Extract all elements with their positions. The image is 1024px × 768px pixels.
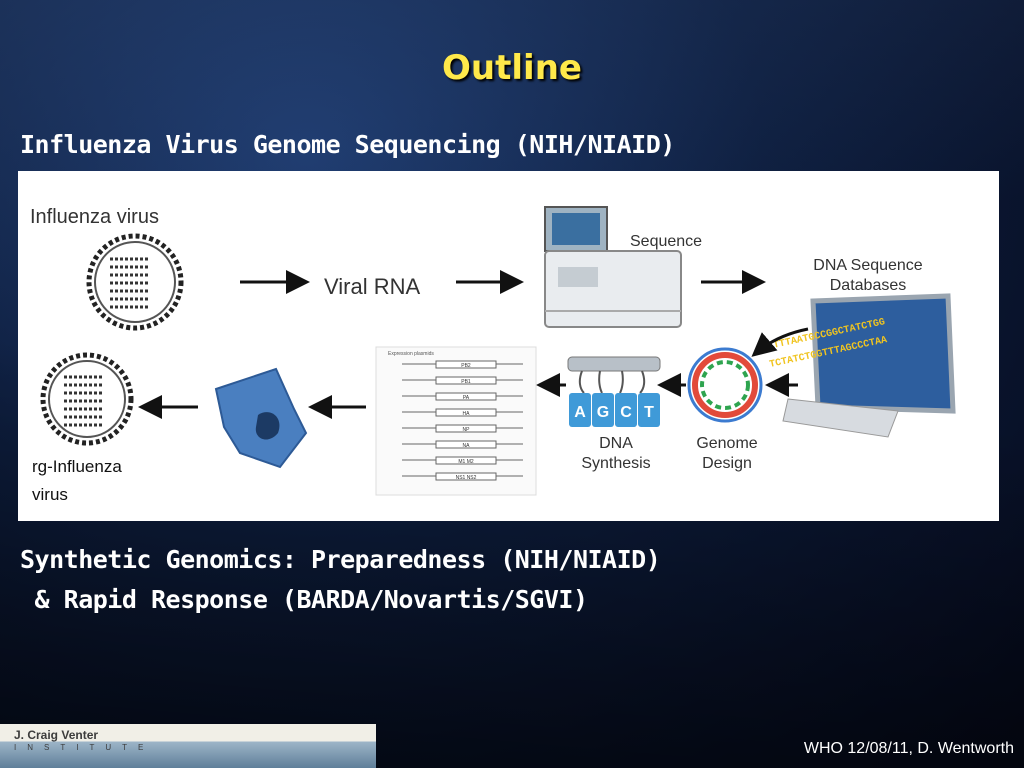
genome-design-label-2: Design xyxy=(702,455,752,472)
genome-design-icon xyxy=(687,347,763,423)
workflow-diagram: Influenza virus Viral RNA Sequence DNA S… xyxy=(18,171,999,521)
logo-sub: INSTITUTE xyxy=(14,743,155,752)
institute-logo: J. Craig Venter INSTITUTE xyxy=(0,724,376,768)
dna-synthesizer-icon xyxy=(567,356,661,427)
dna-synthesis-label-2: Synthesis xyxy=(581,455,650,472)
plasmid-label: HA xyxy=(463,411,471,417)
logo-name: J. Craig Venter xyxy=(14,728,99,742)
heading-sequencing: Influenza Virus Genome Sequencing (NIH/N… xyxy=(20,130,675,159)
transfected-cell-icon xyxy=(214,367,308,469)
plasmid-label: PB2 xyxy=(461,363,471,369)
rg-virus-label-1: rg-Influenza xyxy=(32,457,122,476)
rg-influenza-virus-icon xyxy=(40,352,134,446)
plasmid-label: NS1 NS2 xyxy=(456,475,477,481)
base-a: A xyxy=(574,404,586,421)
sequence-label: Sequence xyxy=(630,233,702,250)
heading-synthetic-genomics: Synthetic Genomics: Preparedness (NIH/NI… xyxy=(20,540,661,620)
dna-db-label-1: DNA Sequence xyxy=(813,257,923,274)
curved-arrow-icon xyxy=(751,327,809,357)
slide-title: Outline xyxy=(442,48,582,88)
dna-db-label-2: Databases xyxy=(830,277,907,294)
viral-rna-label: Viral RNA xyxy=(324,274,421,299)
plasmid-label: NP xyxy=(463,427,471,433)
plasmid-label: NA xyxy=(463,443,471,449)
plasmid-label: PA xyxy=(463,395,470,401)
base-c: C xyxy=(620,404,632,421)
genome-design-label-1: Genome xyxy=(696,435,757,452)
footer-credit: WHO 12/08/11, D. Wentworth xyxy=(803,740,1014,757)
plasmid-diagram xyxy=(375,346,537,496)
base-t: T xyxy=(644,404,654,421)
base-g: G xyxy=(597,404,609,421)
heading-line-2: & Rapid Response (BARDA/Novartis/SGVI) xyxy=(20,585,588,614)
plasmid-header: Expression plasmids xyxy=(388,351,434,357)
plasmid-label: M1 M2 xyxy=(458,459,474,465)
plasmid-label: PB1 xyxy=(461,379,471,385)
influenza-virus-label: Influenza virus xyxy=(30,206,159,228)
rg-virus-label-2: virus xyxy=(32,485,68,504)
heading-line-1: Synthetic Genomics: Preparedness (NIH/NI… xyxy=(20,545,661,574)
dna-synthesis-label-1: DNA xyxy=(599,435,633,452)
influenza-virus-icon xyxy=(86,233,184,331)
computer-monitor-icon xyxy=(782,293,956,438)
sequencer-icon xyxy=(544,206,682,328)
